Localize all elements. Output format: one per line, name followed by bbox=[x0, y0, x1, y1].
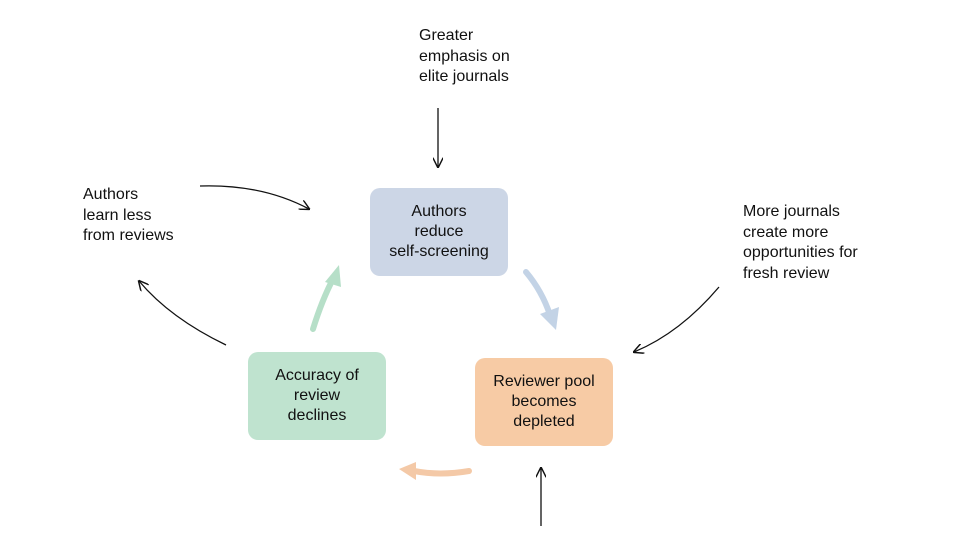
label-right-line-4: fresh review bbox=[743, 264, 830, 282]
node-reviewer-line-2: becomes bbox=[511, 393, 577, 410]
arrow-right-label-to-reviewer bbox=[634, 286, 720, 352]
node-reviewer-line-3: depleted bbox=[513, 413, 575, 430]
arrow-left-label-to-authors bbox=[199, 185, 309, 209]
label-greater-emphasis: Greater emphasis on elite journals bbox=[419, 26, 510, 88]
label-more-journals: More journals create more opportunities … bbox=[743, 202, 858, 284]
node-accuracy-text: Accuracy of review declines bbox=[275, 366, 359, 426]
node-accuracy-line-2: review bbox=[293, 387, 341, 404]
node-authors-line-3: self-screening bbox=[389, 243, 489, 260]
label-authors-learn-less: Authors learn less from reviews bbox=[83, 185, 174, 247]
arrow-accuracy-to-left-label bbox=[139, 281, 227, 346]
cycle-arrow-reviewer-to-accuracy bbox=[399, 462, 472, 480]
node-reviewer-pool-depleted: Reviewer pool becomes depleted bbox=[475, 358, 613, 446]
cycle-arrow-authors-to-reviewer bbox=[523, 269, 559, 330]
node-reviewer-text: Reviewer pool becomes depleted bbox=[493, 372, 594, 432]
label-right-line-3: opportunities for bbox=[743, 244, 858, 261]
node-reviewer-line-1: Reviewer pool bbox=[493, 373, 595, 390]
node-accuracy-line-1: Accuracy of bbox=[275, 367, 359, 384]
label-right-line-2: create more bbox=[743, 223, 829, 241]
label-top-line-3: elite journals bbox=[419, 68, 509, 85]
label-left-line-1: Authors bbox=[83, 186, 139, 203]
node-authors-line-1: Authors bbox=[411, 203, 467, 220]
cycle-arrow-accuracy-to-authors bbox=[310, 265, 341, 332]
label-left-line-2: learn less bbox=[83, 206, 152, 224]
label-left-line-3: from reviews bbox=[83, 227, 174, 244]
node-authors-text: Authors reduce self-screening bbox=[389, 202, 489, 262]
label-top-line-1: Greater bbox=[419, 27, 474, 44]
label-top-line-2: emphasis on bbox=[419, 47, 510, 65]
label-right-line-1: More journals bbox=[743, 203, 840, 220]
node-authors-reduce-self-screening: Authors reduce self-screening bbox=[370, 188, 508, 276]
node-accuracy-declines: Accuracy of review declines bbox=[248, 352, 386, 440]
node-authors-line-2: reduce bbox=[414, 223, 464, 240]
node-accuracy-line-3: declines bbox=[287, 407, 347, 424]
